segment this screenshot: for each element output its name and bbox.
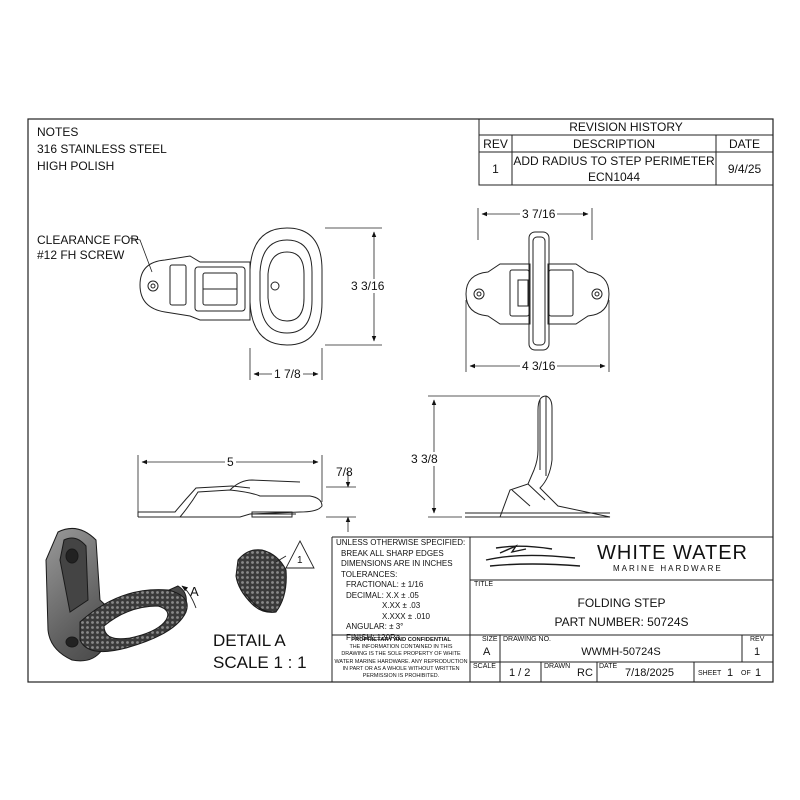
dim-right-height: 3 3/8 [411,452,438,466]
company-name: WHITE WATER [597,542,748,564]
of-label: OF [741,670,751,677]
rev-col-header: REV [483,136,508,151]
size-label: SIZE [482,636,498,643]
proprietary-line-0: THE INFORMATION CONTAINED IN THIS [349,644,453,651]
dim-side-length: 5 [225,455,236,469]
proprietary-title: PROPRIETARY AND CONFIDENTIAL [351,637,451,643]
scale-value: 1 / 2 [509,667,531,679]
tol-line-9: FINISH: 120Ra [346,632,401,642]
title-label: TITLE [474,581,494,588]
title-block-lines [331,536,773,682]
scale-label: SCALE [473,663,496,670]
revision-table-lines [478,118,774,186]
drawing-no-value: WWMH-50724S [581,646,661,658]
sheet-label: SHEET [698,670,722,677]
dim-top-width: 1 7/8 [272,367,303,381]
rev-value: 1 [754,646,761,658]
revision-history-title: REVISION HISTORY [569,120,683,134]
right-side-view [465,395,611,518]
date-col-header: DATE [728,136,761,151]
sheet-value: 1 [727,667,734,679]
tol-line-1: BREAK ALL SHARP EDGES [341,548,444,558]
title-line1: FOLDING STEP [577,596,666,610]
proprietary-line-2: WATER MARINE HARDWARE. ANY REPRODUCTION [334,658,468,665]
dim-side-height: 7/8 [336,465,353,479]
dim-front-bottom-width: 4 3/16 [520,359,558,373]
revision-desc-line2: ECN1044 [587,169,641,184]
revision-row-rev: 1 [492,161,499,176]
detail-label: DETAIL A SCALE 1 : 1 [213,630,307,674]
revision-row-date: 9/4/25 [727,161,762,176]
dim-front-top-width: 3 7/16 [520,207,558,221]
drawn-value: RC [577,667,593,679]
date-label: DATE [599,663,618,670]
drawing-no-label: DRAWING NO. [503,636,551,643]
company-tagline: MARINE HARDWARE [613,564,723,573]
proprietary-line-3: IN PART OR AS A WHOLE WITHOUT WRITTEN [342,665,460,672]
detail-scale: SCALE 1 : 1 [213,653,307,672]
date-value: 7/18/2025 [625,667,674,679]
notes-title: NOTES [37,125,79,139]
top-view [139,227,323,346]
balloon-number: 1 [297,555,303,566]
tolerance-block: UNLESS OTHERWISE SPECIFIED: BREAK ALL SH… [336,538,465,643]
tol-line-0: UNLESS OTHERWISE SPECIFIED: [336,538,466,547]
revision-row-description: ADD RADIUS TO STEP PERIMETER ECN1044 [512,152,716,185]
notes-block: NOTES 316 STAINLESS STEEL HIGH POLISH [37,124,167,175]
proprietary-block: PROPRIETARY AND CONFIDENTIAL THE INFORMA… [333,637,469,680]
front-view [465,231,610,351]
proprietary-line-4: PERMISSION IS PROHIBITED. [362,673,440,680]
size-value: A [483,646,491,658]
tol-line-6: X.XX ± .03 [382,601,421,610]
side-view [137,479,323,518]
clearance-line1: CLEARANCE FOR [37,233,140,247]
view-arrow-label: A [190,584,199,599]
tol-line-8: ANGULAR: ± 3° [346,622,404,631]
rev-label: REV [750,636,765,643]
title-line2: PART NUMBER: 50724S [554,615,689,629]
isometric-render [45,527,188,662]
dim-top-height: 3 3/16 [351,279,385,293]
tol-line-3: TOLERANCES: [341,569,398,579]
revision-desc-line1: ADD RADIUS TO STEP PERIMETER [513,153,715,168]
tol-line-7: X.XXX ± .010 [382,611,430,621]
tol-line-4: FRACTIONAL: ± 1/16 [346,580,424,589]
detail-a-view [235,549,287,613]
notes-line-material: 316 STAINLESS STEEL [37,142,167,156]
tol-line-5: DECIMAL: X.X ± .05 [346,590,419,600]
of-value: 1 [755,667,762,679]
detail-title: DETAIL A [213,631,286,650]
proprietary-line-1: DRAWING IS THE SOLE PROPERTY OF WHITE [341,651,461,658]
company-logo-icon [485,544,581,567]
notes-line-finish: HIGH POLISH [37,159,115,173]
clearance-callout: CLEARANCE FOR #12 FH SCREW [37,233,139,263]
clearance-line2: #12 FH SCREW [37,248,125,262]
tol-line-2: DIMENSIONS ARE IN INCHES [341,559,453,568]
balloon-1 [275,540,315,569]
description-col-header: DESCRIPTION [572,136,655,151]
sheet-border [27,118,774,683]
drawn-label: DRAWN [544,663,571,670]
